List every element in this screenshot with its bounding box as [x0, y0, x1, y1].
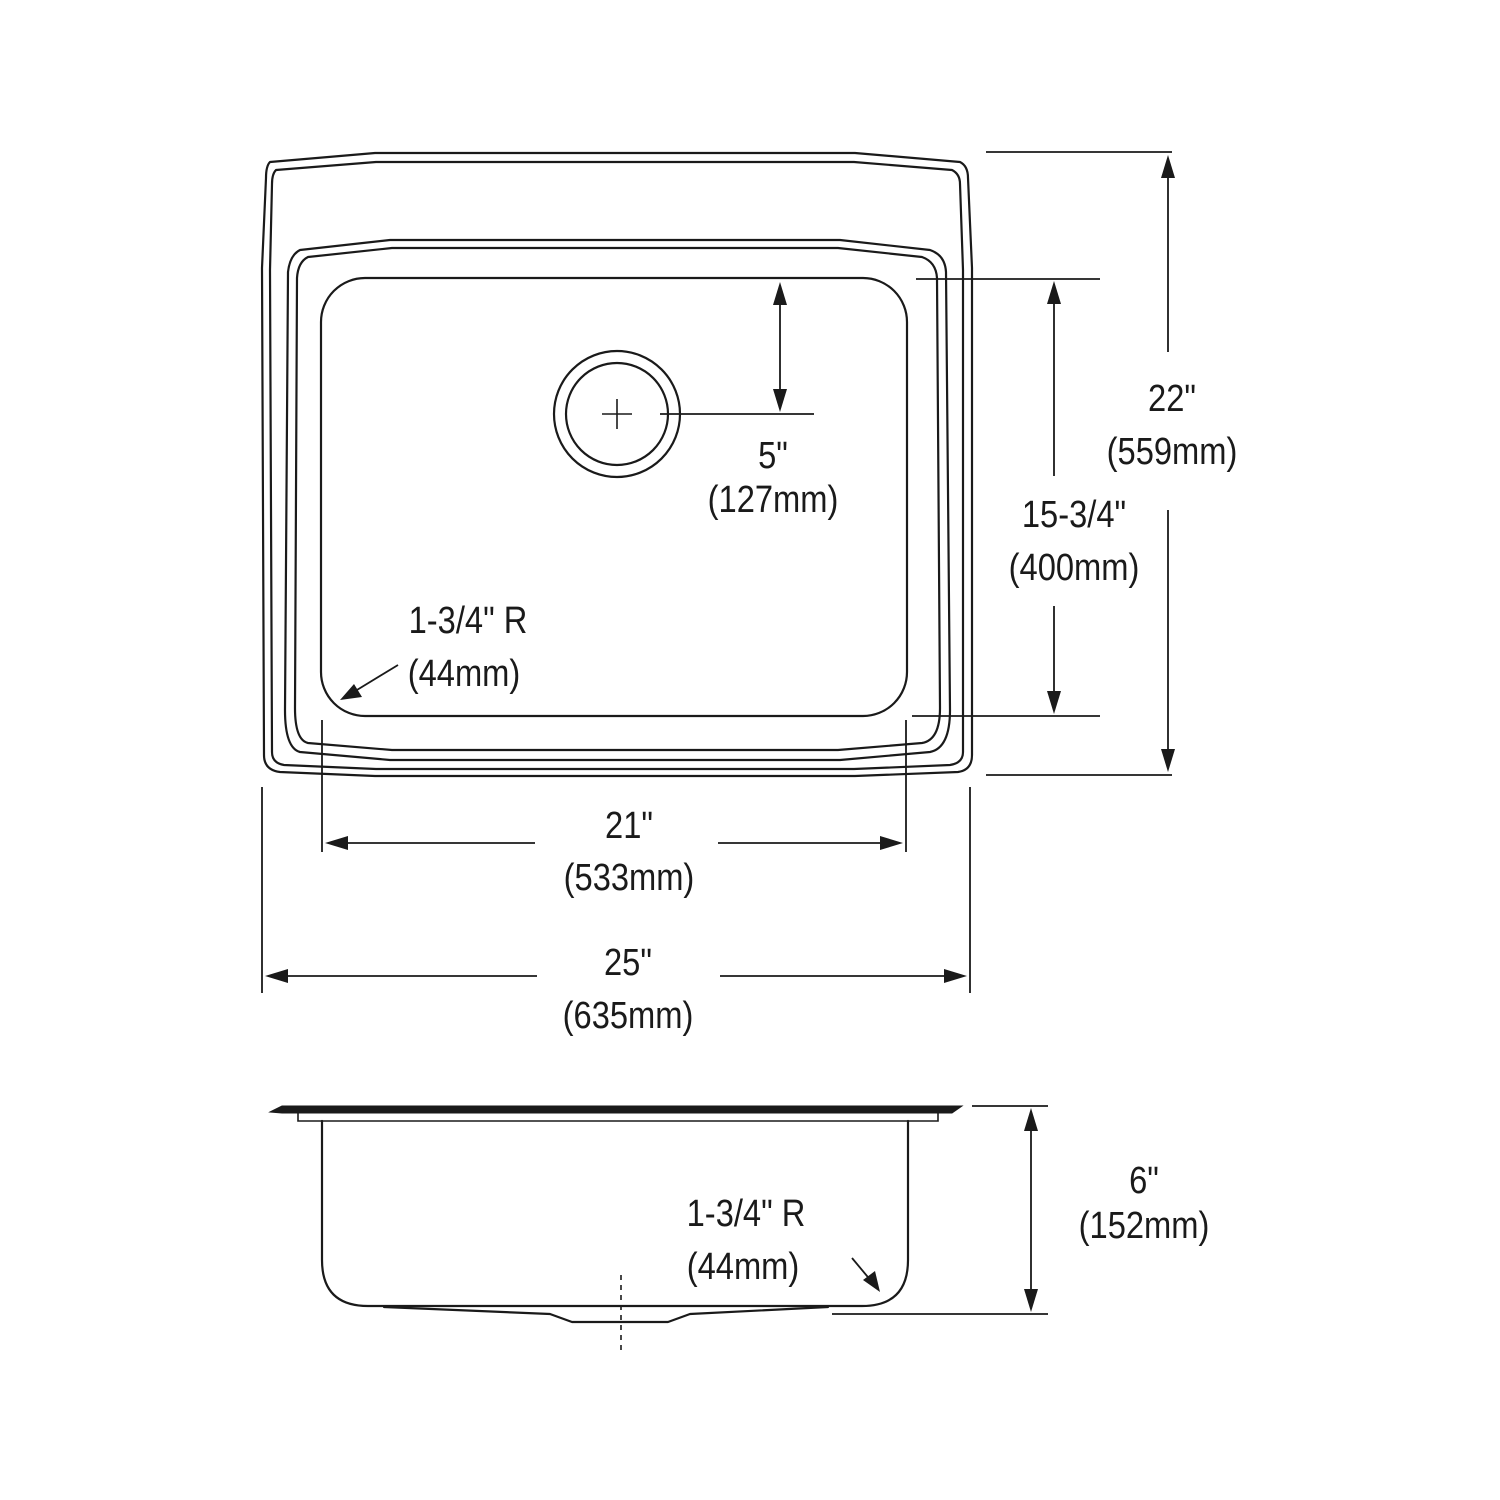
corner-radius-arrow — [340, 684, 362, 700]
overall-height-arrow-top — [1161, 155, 1175, 178]
top-view: 5" (127mm) 15-3/4" (400mm) 22" (559mm) 1… — [260, 151, 1238, 1037]
overall-height-arrow-bottom — [1161, 749, 1175, 772]
drain-offset-imperial: 5" — [758, 434, 788, 477]
depth-imperial: 6" — [1129, 1159, 1159, 1202]
corner-radius-leader — [351, 664, 399, 694]
drain-boss — [382, 1305, 830, 1324]
sink-rim-inner — [268, 160, 965, 771]
depth-arrow-top — [1024, 1108, 1038, 1131]
sink-rim-outer — [260, 151, 974, 778]
side-corner-radius-imperial: 1-3/4" R — [687, 1192, 806, 1235]
depth-arrow-bottom — [1024, 1289, 1038, 1312]
drain-offset-arrow-top — [773, 282, 787, 305]
drain-offset-arrow-bottom — [773, 389, 787, 412]
depth-metric: (152mm) — [1079, 1204, 1210, 1247]
bowl-depth-arrow-bottom — [1047, 691, 1061, 714]
drain-offset-metric: (127mm) — [708, 478, 839, 521]
corner-radius-metric: (44mm) — [408, 652, 521, 695]
bowl-width-metric: (533mm) — [564, 856, 695, 899]
overall-width-arrow-right — [944, 969, 967, 983]
bowl-depth-arrow-top — [1047, 281, 1061, 304]
bowl-width-arrow-left — [325, 836, 348, 850]
bowl-width-arrow-right — [880, 836, 903, 850]
side-corner-radius-arrow — [863, 1271, 880, 1292]
overall-width-arrow-left — [265, 969, 288, 983]
bowl-edge-inner — [293, 246, 942, 752]
bowl-depth-imperial: 15-3/4" — [1022, 493, 1126, 536]
side-view: 6" (152mm) 1-3/4" R (44mm) — [268, 1105, 1210, 1350]
bowl-edge-outer — [283, 238, 952, 762]
bowl-depth-metric: (400mm) — [1009, 546, 1140, 589]
side-corner-radius-metric: (44mm) — [687, 1245, 800, 1288]
overall-height-metric: (559mm) — [1107, 430, 1238, 473]
flange-underside — [297, 1113, 939, 1122]
bowl-side-profile — [320, 1119, 910, 1308]
bowl-bottom — [319, 276, 909, 718]
overall-width-imperial: 25" — [604, 941, 652, 984]
sink-flange — [268, 1105, 964, 1114]
corner-radius-imperial: 1-3/4" R — [409, 599, 528, 642]
bowl-width-imperial: 21" — [605, 804, 653, 847]
overall-width-metric: (635mm) — [563, 994, 694, 1037]
overall-height-imperial: 22" — [1148, 377, 1196, 420]
